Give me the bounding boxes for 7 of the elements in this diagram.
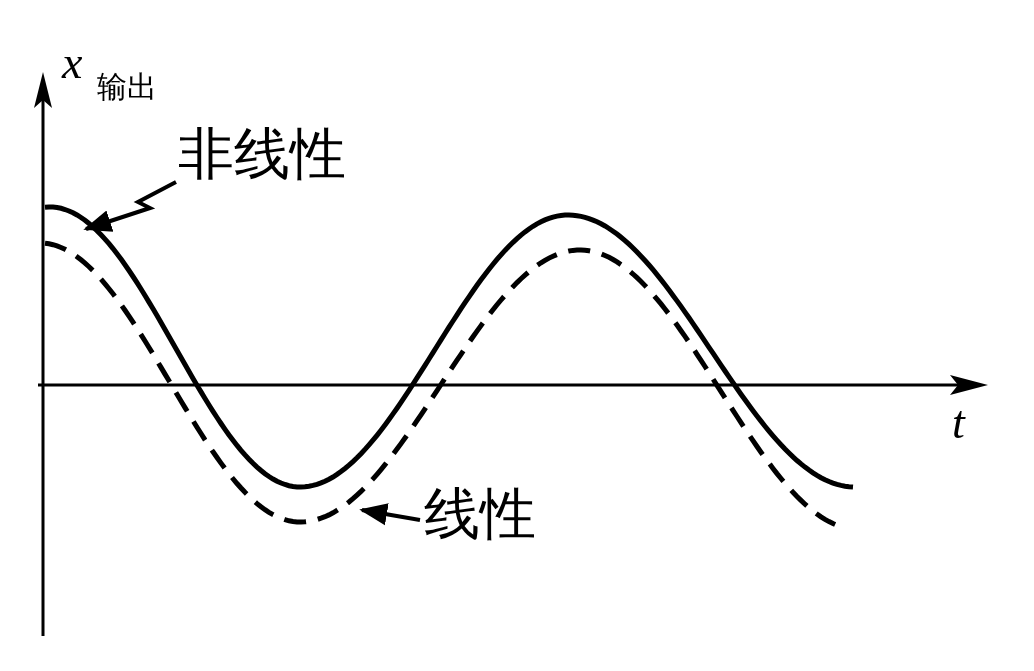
leader-arrow [359,503,421,526]
curve-label: 非线性 [178,126,346,182]
axis-label: 输出 [97,72,157,102]
axis-label: x [62,40,83,86]
leader-arrow [83,180,177,232]
curve-label: 线性 [424,486,536,542]
axis-label: t [952,400,965,446]
